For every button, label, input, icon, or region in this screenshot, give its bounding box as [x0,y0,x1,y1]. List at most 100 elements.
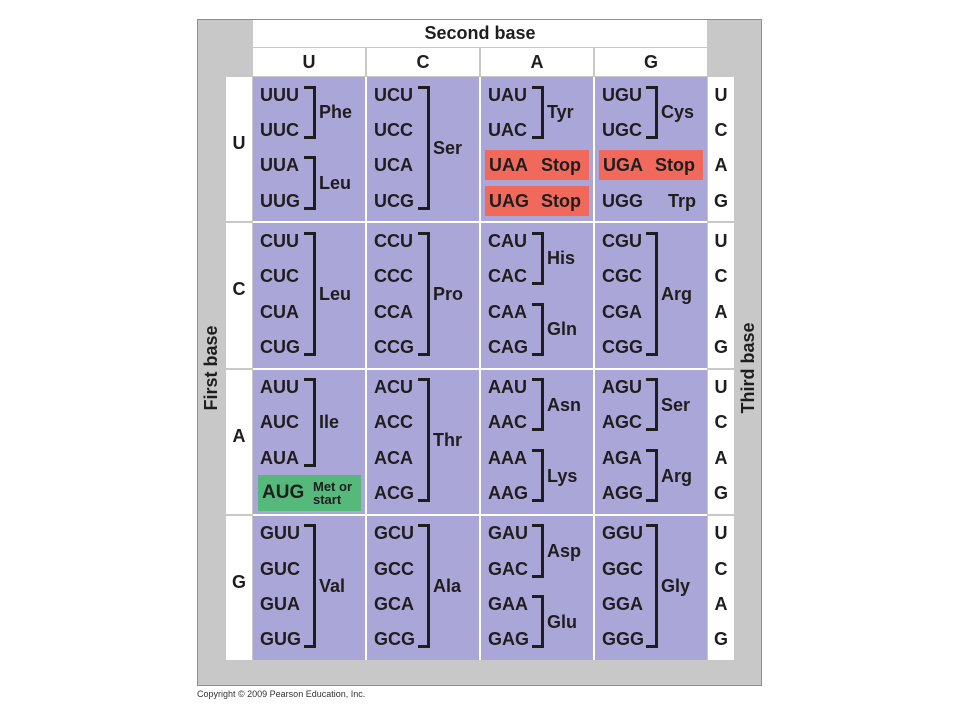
codon: CGA [602,301,642,322]
third-base-letter: U [714,523,728,544]
codon: CUU [260,230,299,251]
codon: CGU [602,230,642,251]
copyright-notice: Copyright © 2009 Pearson Education, Inc. [197,689,366,699]
stop-label: Stop [655,155,695,176]
bracket [418,231,430,356]
codon: ACC [374,412,413,433]
codon: AGA [602,447,642,468]
amino-acid-label: Val [319,576,346,597]
codon: CCG [374,336,414,357]
codon: UCU [374,84,413,105]
bracket [532,595,544,649]
bracket [418,524,430,649]
third-base-letter: A [714,594,728,615]
third-base-cell: U C A G [708,369,734,514]
amino-acid-label: Gln [547,319,577,340]
codon: CCA [374,301,413,322]
codon: UUC [260,119,299,140]
codon: GGC [602,558,644,579]
codon: GUC [260,558,300,579]
codon: GUA [260,594,300,615]
bracket [532,302,544,356]
first-base-cell: G [226,515,252,660]
codon: CAA [488,301,527,322]
codon: GUG [260,629,302,650]
third-base-label: Third base [738,322,758,414]
codon: GAU [488,523,528,544]
amino-acid-label: Cys [661,102,695,123]
first-base-letter: U [232,133,246,153]
codon: GCA [374,594,414,615]
codon: UUU [260,84,299,105]
stop-label: Stop [541,155,581,176]
codon: AAU [488,377,527,397]
third-base-cell: U C A G [708,515,734,660]
bracket [304,156,316,210]
codon: GGA [602,594,644,615]
bracket [304,231,316,356]
codon-cell: CCU CCC CCA CCG Pro [367,223,479,368]
amino-acid-label: His [547,248,576,269]
codon: AGC [602,412,642,433]
bracket [304,85,316,139]
codon: UAA [489,155,528,176]
third-base-cell: U C A G [708,77,734,222]
start-label: Met or start [313,479,352,508]
codon: ACA [374,447,413,468]
codon: CCU [374,230,413,251]
codon: ACU [374,377,413,397]
codon: CUA [260,301,299,322]
codon: UAG [489,190,529,211]
codon: GGG [602,629,645,650]
amino-acid-label: Lys [547,465,578,486]
first-base-label: First base [201,325,221,411]
amino-acid-label: Phe [319,102,353,123]
codon: AAG [488,483,528,504]
bracket [646,85,658,139]
amino-acid-label: Thr [433,430,462,451]
amino-acid-label: Pro [433,283,464,304]
codon: CCC [374,266,413,287]
amino-acid-label: Ser [661,394,691,415]
codon: CGG [602,336,644,357]
bracket [418,85,430,210]
first-base-cell: C [226,223,252,368]
codon: GCG [374,629,416,650]
first-base-column: U C A G [226,77,252,660]
codon: UAC [488,119,527,140]
bracket [532,85,544,139]
third-base-letter: G [713,483,728,504]
codon: UGC [602,119,642,140]
codon: GAC [488,558,528,579]
codon: GGU [602,523,644,544]
stop-label: Stop [541,190,581,211]
second-base-letter: U [253,48,365,76]
codon: AAA [488,447,527,468]
codon: CGC [602,266,642,287]
stop-codon-highlight: UAA Stop [485,150,589,181]
codon: GUU [260,523,300,544]
third-base-letter: G [713,629,728,650]
codon: AUU [260,377,299,397]
bracket [532,524,544,578]
third-base-letter: A [714,155,728,176]
third-base-cell: U C A G [708,223,734,368]
third-base-letter: C [714,119,728,140]
second-base-title: Second base [253,20,707,47]
codon: CAC [488,266,527,287]
codon: UUG [260,190,300,211]
codon: UGU [602,84,642,105]
bracket [532,448,544,503]
bracket [532,231,544,286]
codon: CUG [260,336,300,357]
codon: GAG [488,629,530,650]
